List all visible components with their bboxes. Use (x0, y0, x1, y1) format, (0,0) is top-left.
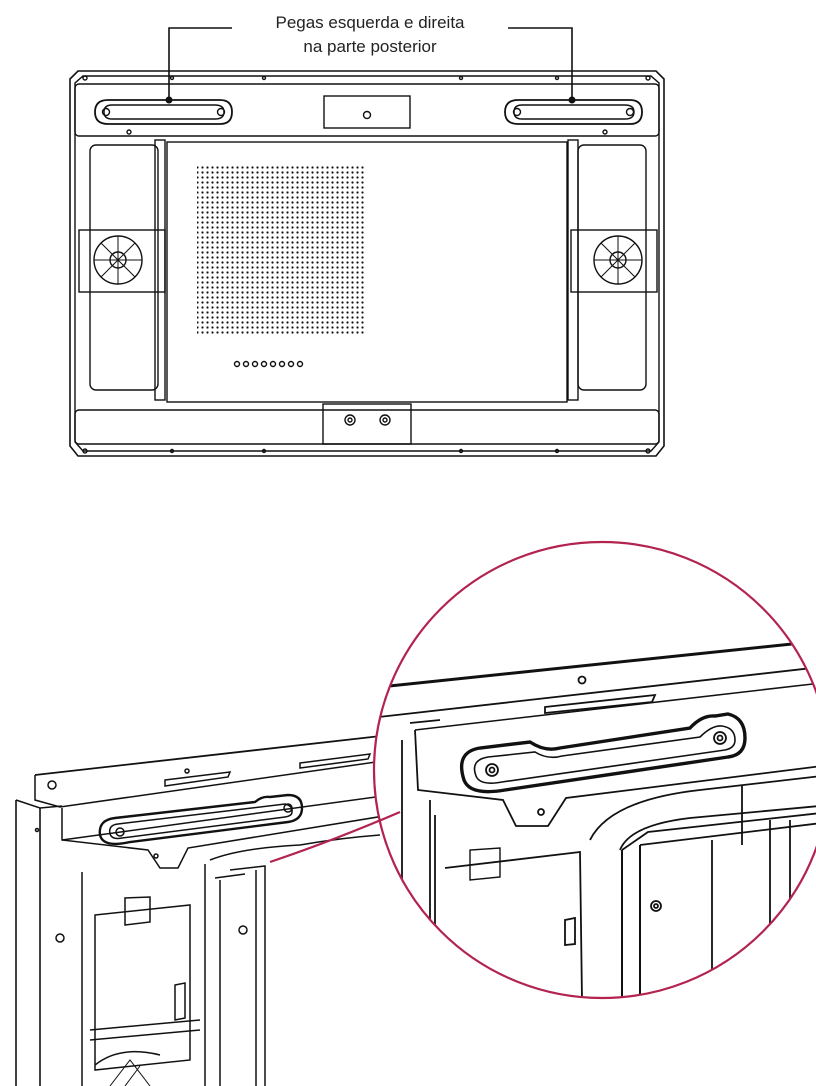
indicator-holes (233, 360, 304, 368)
perspective-view (15, 734, 391, 1086)
callout-line-2: na parte posterior (303, 37, 437, 56)
handle-perspective-icon (98, 793, 304, 859)
zoom-connector (269, 810, 401, 864)
zoom-circle (372, 540, 816, 1000)
left-handle-icon (94, 99, 233, 125)
callout-leaders (168, 27, 573, 100)
top-rail (74, 83, 660, 137)
handle-zoomed-icon (459, 712, 747, 816)
bottom-rail (74, 403, 660, 445)
left-fan-icon (78, 229, 166, 293)
center-panel (166, 141, 568, 403)
callout-dot-left (165, 96, 173, 104)
callout-dot-right (568, 96, 576, 104)
zoom-inset (269, 540, 816, 1000)
right-fan-icon (570, 229, 658, 293)
callout-line-1: Pegas esquerda e direita (275, 13, 465, 32)
right-handle-icon (504, 99, 643, 125)
rear-view (69, 70, 665, 457)
